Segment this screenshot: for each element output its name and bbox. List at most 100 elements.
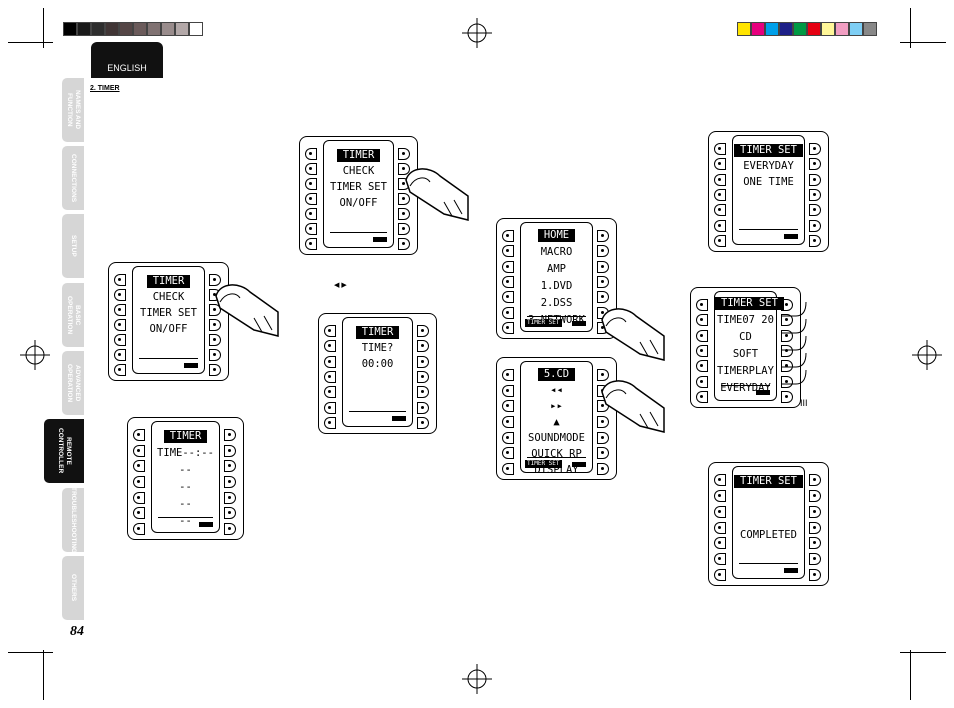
side-key-button[interactable] — [597, 230, 609, 242]
side-tab[interactable]: CONNECTIONS — [62, 146, 84, 210]
side-key-button[interactable] — [114, 289, 126, 301]
side-key-button[interactable] — [714, 553, 726, 566]
side-key-button[interactable] — [209, 334, 221, 346]
side-tab[interactable]: SETUP — [62, 214, 84, 278]
side-key-button[interactable] — [696, 391, 708, 403]
side-key-button[interactable] — [133, 444, 145, 457]
side-key-button[interactable] — [502, 230, 514, 242]
side-key-button[interactable] — [714, 474, 726, 486]
side-key-button[interactable] — [305, 193, 317, 205]
side-key-button[interactable] — [809, 521, 821, 534]
side-key-button[interactable] — [417, 386, 429, 399]
side-key-button[interactable] — [114, 349, 126, 361]
side-key-button[interactable] — [714, 505, 726, 518]
side-key-button[interactable] — [809, 474, 821, 486]
side-key-button[interactable] — [502, 431, 514, 444]
side-key-button[interactable] — [502, 260, 514, 273]
side-key-button[interactable] — [324, 325, 336, 337]
side-key-button[interactable] — [133, 507, 145, 520]
side-key-button[interactable] — [502, 276, 514, 288]
side-key-button[interactable] — [224, 491, 236, 504]
side-key-button[interactable] — [597, 260, 609, 273]
side-key-button[interactable] — [398, 208, 410, 220]
side-key-button[interactable] — [809, 489, 821, 502]
side-key-button[interactable] — [597, 369, 609, 381]
side-key-button[interactable] — [781, 314, 793, 327]
side-tab[interactable]: BASIC OPERATION — [62, 283, 84, 347]
side-key-button[interactable] — [209, 364, 221, 376]
side-key-button[interactable] — [114, 304, 126, 316]
side-key-button[interactable] — [597, 416, 609, 428]
side-key-button[interactable] — [417, 417, 429, 429]
side-key-button[interactable] — [398, 193, 410, 205]
side-key-button[interactable] — [209, 319, 221, 331]
side-key-button[interactable] — [809, 537, 821, 550]
side-key-button[interactable] — [597, 291, 609, 304]
side-key-button[interactable] — [781, 391, 793, 403]
side-tab[interactable]: ADVANCED OPERATION — [62, 351, 84, 415]
side-key-button[interactable] — [502, 291, 514, 304]
side-key-button[interactable] — [809, 569, 821, 581]
side-key-button[interactable] — [324, 371, 336, 383]
side-key-button[interactable] — [714, 189, 726, 201]
side-key-button[interactable] — [781, 360, 793, 373]
side-key-button[interactable] — [398, 238, 410, 250]
side-key-button[interactable] — [809, 143, 821, 155]
side-key-button[interactable] — [417, 401, 429, 414]
side-tab[interactable]: OTHERS — [62, 556, 84, 620]
side-key-button[interactable] — [714, 173, 726, 186]
side-key-button[interactable] — [714, 158, 726, 171]
side-key-button[interactable] — [114, 334, 126, 346]
side-key-button[interactable] — [305, 208, 317, 220]
side-key-button[interactable] — [305, 148, 317, 160]
side-key-button[interactable] — [502, 463, 514, 475]
side-key-button[interactable] — [209, 349, 221, 361]
side-key-button[interactable] — [324, 386, 336, 399]
side-key-button[interactable] — [417, 371, 429, 383]
side-key-button[interactable] — [809, 158, 821, 171]
side-key-button[interactable] — [502, 322, 514, 334]
side-key-button[interactable] — [597, 276, 609, 288]
side-key-button[interactable] — [209, 274, 221, 286]
side-key-button[interactable] — [417, 340, 429, 353]
side-tab[interactable]: TROUBLESHOOTING — [62, 487, 84, 553]
side-key-button[interactable] — [809, 204, 821, 217]
side-key-button[interactable] — [696, 314, 708, 327]
side-key-button[interactable] — [305, 178, 317, 190]
side-key-button[interactable] — [398, 148, 410, 160]
side-key-button[interactable] — [696, 299, 708, 311]
side-key-button[interactable] — [133, 476, 145, 488]
side-key-button[interactable] — [597, 463, 609, 475]
side-key-button[interactable] — [714, 569, 726, 581]
side-key-button[interactable] — [597, 431, 609, 444]
side-tab[interactable]: REMOTE CONTROLLER — [44, 419, 84, 483]
side-key-button[interactable] — [324, 355, 336, 368]
side-key-button[interactable] — [714, 489, 726, 502]
side-key-button[interactable] — [133, 523, 145, 535]
side-key-button[interactable] — [324, 417, 336, 429]
side-key-button[interactable] — [597, 447, 609, 460]
side-key-button[interactable] — [114, 319, 126, 331]
side-key-button[interactable] — [114, 274, 126, 286]
side-key-button[interactable] — [809, 235, 821, 247]
side-key-button[interactable] — [781, 375, 793, 388]
side-key-button[interactable] — [714, 204, 726, 217]
side-key-button[interactable] — [224, 444, 236, 457]
side-key-button[interactable] — [714, 219, 726, 232]
side-key-button[interactable] — [324, 340, 336, 353]
side-key-button[interactable] — [417, 325, 429, 337]
side-tab[interactable]: NAMES AND FUNCTION — [62, 78, 84, 142]
side-key-button[interactable] — [133, 491, 145, 504]
side-key-button[interactable] — [133, 429, 145, 441]
side-key-button[interactable] — [809, 173, 821, 186]
side-key-button[interactable] — [809, 505, 821, 518]
side-key-button[interactable] — [305, 223, 317, 235]
side-key-button[interactable] — [696, 329, 708, 342]
side-key-button[interactable] — [417, 355, 429, 368]
side-key-button[interactable] — [502, 369, 514, 381]
side-key-button[interactable] — [714, 521, 726, 534]
side-key-button[interactable] — [714, 143, 726, 155]
side-key-button[interactable] — [324, 401, 336, 414]
side-key-button[interactable] — [502, 306, 514, 319]
side-key-button[interactable] — [224, 460, 236, 473]
